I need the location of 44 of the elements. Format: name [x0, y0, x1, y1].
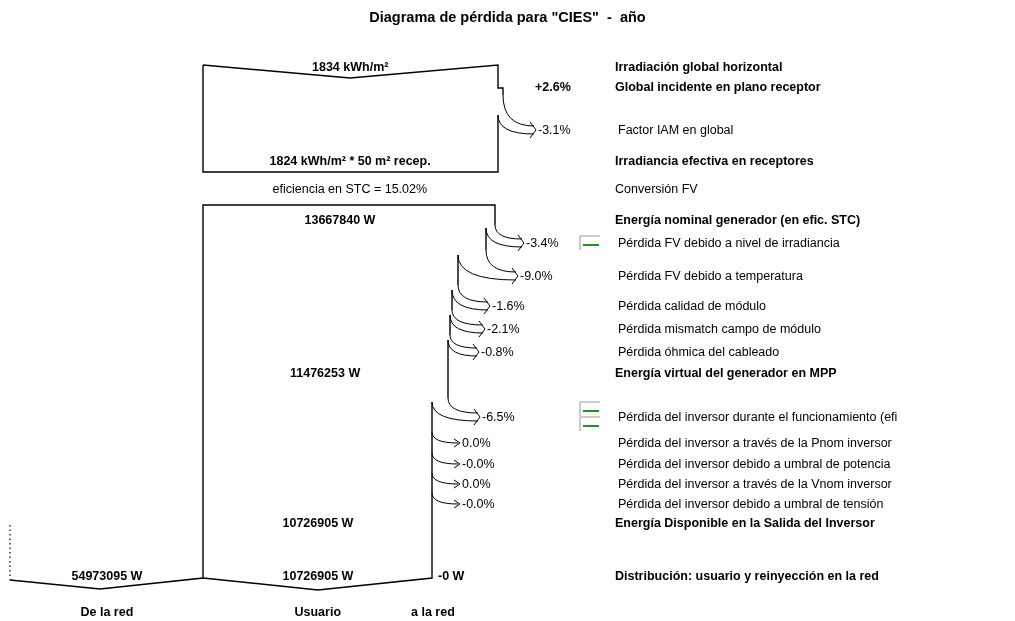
flow-value: 10726905 W	[282, 515, 354, 531]
loss-value: 0.0%	[462, 435, 491, 451]
flow-value: 11476253 W	[290, 365, 361, 381]
loss-value: -0.8%	[481, 344, 514, 360]
flow-value: 54973095 W	[71, 568, 143, 584]
loss-label: Pérdida del inversor durante el funcionamiento (efi	[618, 409, 898, 425]
loss-value: -9.0%	[520, 268, 553, 284]
loss-label: Pérdida calidad de módulo	[618, 298, 767, 314]
loss-label: Pérdida del inversor a través de la Vnom inversor	[618, 476, 892, 492]
stage-label: Irradiación global horizontal	[615, 59, 783, 75]
loss-label: Pérdida del inversor a través de la Pnom inversor	[618, 435, 892, 451]
flow-value: 1834 kWh/m²	[312, 59, 389, 75]
stage-label: Global incidente en plano receptor	[615, 79, 821, 95]
loss-label: Factor IAM en global	[618, 122, 734, 138]
loss-value: -1.6%	[492, 298, 525, 314]
efficiency-note: eficiencia en STC = 15.02%	[272, 181, 428, 197]
loss-value: -0.0%	[462, 496, 495, 512]
loss-value: -0.0%	[462, 456, 495, 472]
loss-label: Pérdida del inversor debido a umbral de tensión	[618, 496, 884, 512]
loss-label: Pérdida del inversor debido a umbral de potencia	[618, 456, 891, 472]
branch-label: a la red	[411, 604, 455, 620]
flow-value: 10726905 W	[282, 568, 354, 584]
loss-value: -3.1%	[538, 122, 571, 138]
loss-value: -6.5%	[482, 409, 515, 425]
loss-label: Pérdida óhmica del cableado	[618, 344, 780, 360]
stage-label: Energía nominal generador (en efic. STC)	[615, 212, 861, 228]
loss-label: Pérdida FV debido a nivel de irradiancia	[618, 235, 840, 251]
stage-label: Distribución: usuario y reinyección en la red	[615, 568, 879, 584]
gain-value: +2.6%	[535, 79, 571, 95]
loss-value: -2.1%	[487, 321, 520, 337]
flow-value: 1824 kWh/m² * 50 m² recep.	[269, 153, 431, 169]
stage-label: Irradiancia efectiva en receptores	[615, 153, 814, 169]
loss-value: -3.4%	[526, 235, 559, 251]
stage-label: Conversión FV	[615, 181, 698, 197]
stage-label: Energía virtual del generador en MPP	[615, 365, 837, 381]
loss-value: 0.0%	[462, 476, 491, 492]
diagram-title: Diagrama de pérdida para "CIES" - año	[368, 9, 647, 25]
stage-label: Energía Disponible en la Salida del Inversor	[615, 515, 875, 531]
flow-value: -0 W	[438, 568, 465, 584]
flow-value: 13667840 W	[304, 212, 376, 228]
branch-label: De la red	[80, 604, 134, 620]
loss-label: Pérdida FV debido a temperatura	[618, 268, 803, 284]
branch-label: Usuario	[294, 604, 342, 620]
loss-label: Pérdida mismatch campo de módulo	[618, 321, 821, 337]
